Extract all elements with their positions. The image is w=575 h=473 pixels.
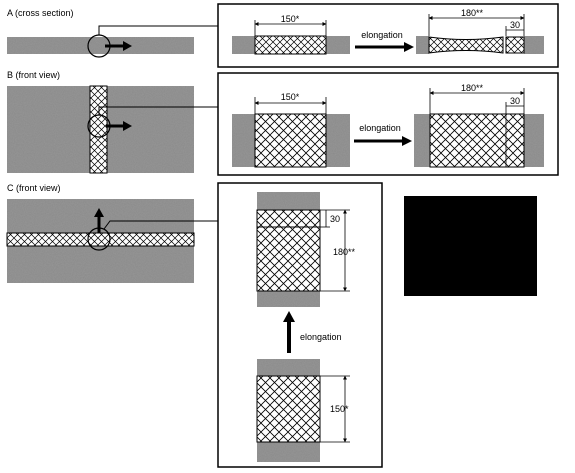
panel-b-label: B (front view) (7, 70, 60, 80)
elongation-label-b: elongation (359, 123, 401, 133)
leader-line-c (103, 220, 218, 230)
elongation-label-c: elongation (300, 332, 342, 342)
panel-c: C (front view) 30 180** elongation 150* (6, 182, 383, 468)
mesh-after-a (428, 36, 504, 54)
panel-b: B (front view) 150* elongation 180** 30 (7, 70, 559, 176)
dimension-elongated-b: 180** (461, 83, 484, 93)
detail-box-a (217, 3, 559, 68)
dimension-original-b: 150* (281, 92, 300, 102)
mesh-after-b (429, 113, 525, 168)
dimension-increase-b: 30 (510, 96, 520, 106)
panel-a-label: A (cross section) (7, 8, 74, 18)
leader-line (98, 25, 218, 35)
tissue-strip-cross-section (7, 37, 194, 54)
mesh-before-a (254, 35, 327, 55)
dimension-original-a: 150* (281, 14, 300, 24)
panel-c-label: C (front view) (7, 183, 61, 193)
panel-a: A (cross section) 150* elongation 180** … (7, 3, 559, 68)
mesh-after-c (256, 209, 321, 292)
black-redaction-block (404, 196, 537, 296)
dimension-original-c: 150* (330, 404, 349, 414)
mesh-strip-horizontal (6, 232, 195, 247)
dimension-increase-c: 30 (330, 214, 340, 224)
dimension-increase-a: 30 (510, 20, 520, 30)
mesh-strip-vertical (89, 85, 108, 174)
mesh-before-c (256, 375, 321, 443)
dimension-elongated-a: 180** (461, 8, 484, 18)
elongation-label-a: elongation (361, 30, 403, 40)
mesh-increase-a (505, 36, 525, 54)
mesh-before-b (254, 113, 327, 168)
leader-line-b (98, 106, 218, 115)
dimension-elongated-c: 180** (333, 247, 356, 257)
